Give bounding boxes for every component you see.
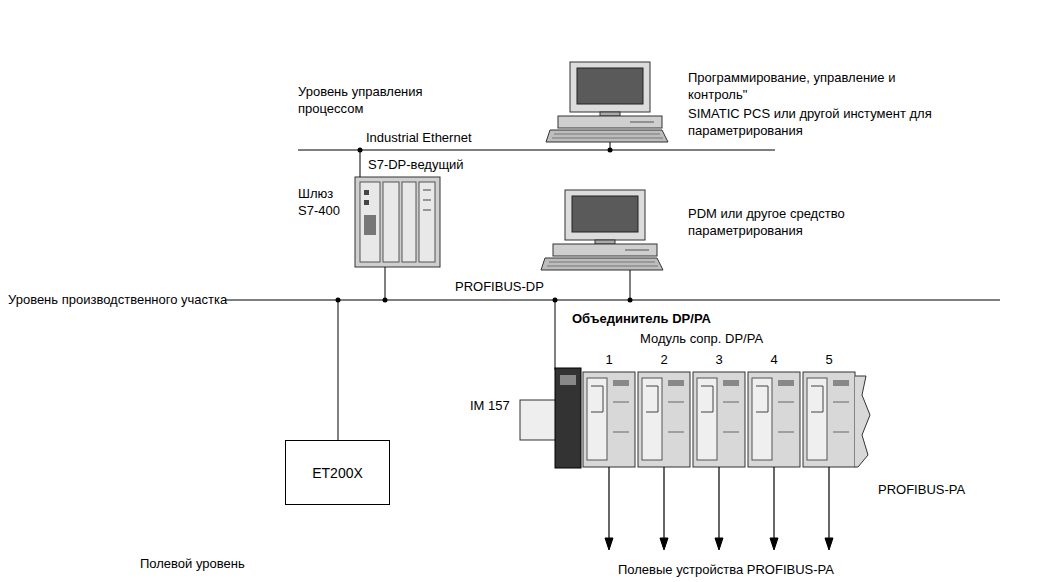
node-text: ET200X xyxy=(312,465,363,481)
plc-s7-400 xyxy=(355,177,440,267)
bus-label: PROFIBUS-PA xyxy=(878,482,965,499)
ethernet-bus xyxy=(298,149,775,150)
device-caption: PDM или другое средство параметрирования xyxy=(688,206,938,240)
device-caption: Шлюз S7-400 xyxy=(298,186,350,220)
device-caption: Программирование, управление и контроль" xyxy=(688,70,918,104)
field-device-arrows xyxy=(605,467,833,550)
device-caption: SIMATIC PCS или другой инстумент для пар… xyxy=(688,106,1038,140)
device-caption: S7-DP-ведущий xyxy=(368,157,464,174)
dp-pa-coupler xyxy=(520,298,870,469)
callout-number: 5 xyxy=(825,352,832,369)
callout-number: 3 xyxy=(715,352,722,369)
device-caption: Объединитель DP/PA xyxy=(572,311,711,328)
callout-number: 1 xyxy=(605,352,612,369)
device-box: ET200X xyxy=(285,440,390,505)
device-caption: IM 157 xyxy=(470,398,510,415)
device-caption: Модуль сопр. DP/PA xyxy=(640,331,763,348)
pc-icon xyxy=(546,62,668,142)
callout-number: 2 xyxy=(660,352,667,369)
callout-number: 4 xyxy=(770,352,777,369)
bus-label: Industrial Ethernet xyxy=(366,130,472,147)
level-label: Уровень управления процессом xyxy=(298,84,438,118)
profibus-dp-bus xyxy=(225,299,1000,300)
device-caption: Полевые устройства PROFIBUS-PA xyxy=(618,562,834,579)
level-label: Полевой уровень xyxy=(140,556,245,573)
bus-label: PROFIBUS-DP xyxy=(455,279,544,296)
pc-icon xyxy=(541,190,663,270)
level-label: Уровень производственного участка xyxy=(8,292,227,309)
